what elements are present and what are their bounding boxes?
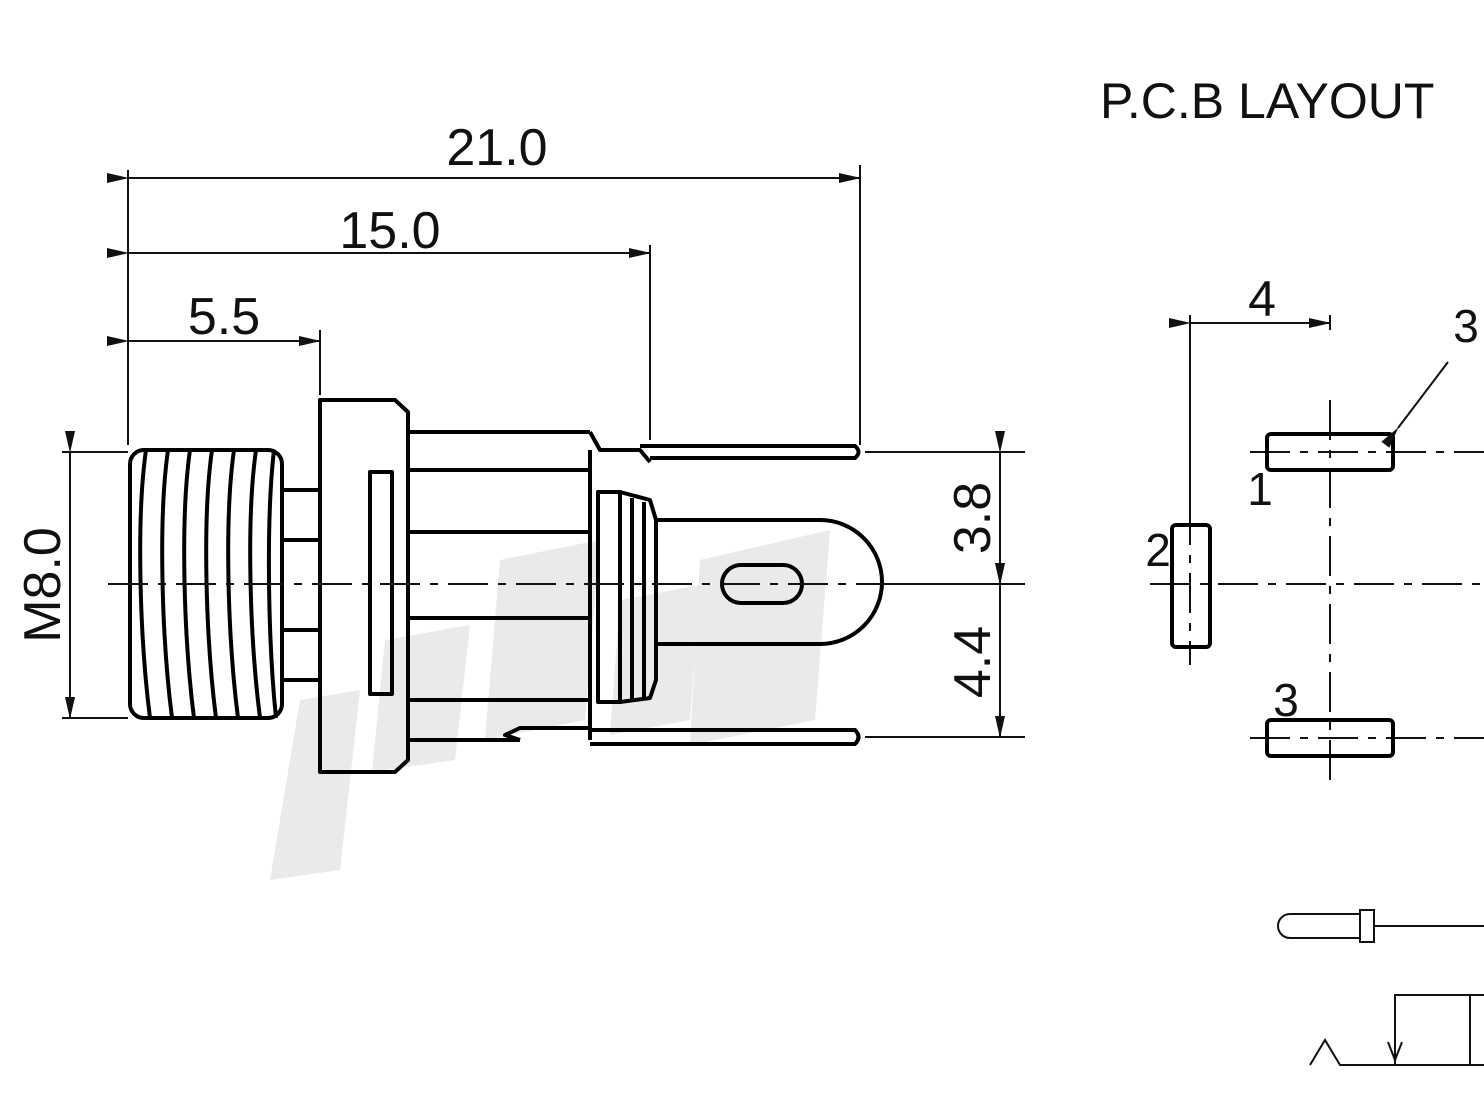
pin-label-2: 2 [1145, 524, 1171, 576]
pcb-layout-title: P.C.B LAYOUT [1100, 73, 1434, 129]
pad-pin-3 [1265, 718, 1395, 758]
pin-label-1: 1 [1247, 463, 1273, 515]
jack-body [408, 430, 658, 742]
side-view: 21.0 15.0 5.5 M8.0 [14, 119, 1025, 774]
dim-to-terminal: 15.0 [339, 202, 440, 260]
pin-label-3-top: 3 [1453, 300, 1479, 352]
pcb-layout: P.C.B LAYOUT 4 1 2 3 3 [1100, 73, 1484, 780]
dim-upper-offset: 3.8 [944, 482, 1002, 554]
dim-pitch: 4 [1248, 271, 1276, 327]
dim-thread-size: M8.0 [14, 527, 72, 643]
leader-pin-3-top [1381, 361, 1449, 448]
dim-lower-offset: 4.4 [944, 626, 1002, 698]
pin-label-3-bottom: 3 [1273, 674, 1299, 726]
pad-pin-2 [1170, 523, 1212, 649]
pad-pin-1 [1265, 432, 1395, 472]
schematic-symbol [1277, 909, 1484, 1066]
dim-thread-length: 5.5 [188, 288, 260, 346]
threaded-barrel [128, 448, 320, 720]
dim-overall-length: 21.0 [446, 119, 547, 177]
watermark-logo [270, 530, 830, 880]
